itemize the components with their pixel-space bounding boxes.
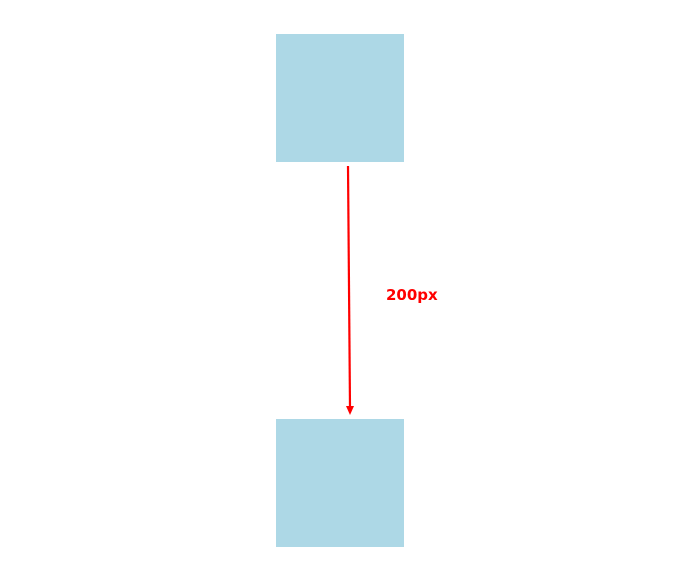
arrow-head [346, 406, 354, 415]
bottom-square [276, 419, 404, 547]
distance-label: 200px [386, 286, 438, 304]
arrow-shaft [346, 165, 352, 409]
top-square [276, 34, 404, 162]
